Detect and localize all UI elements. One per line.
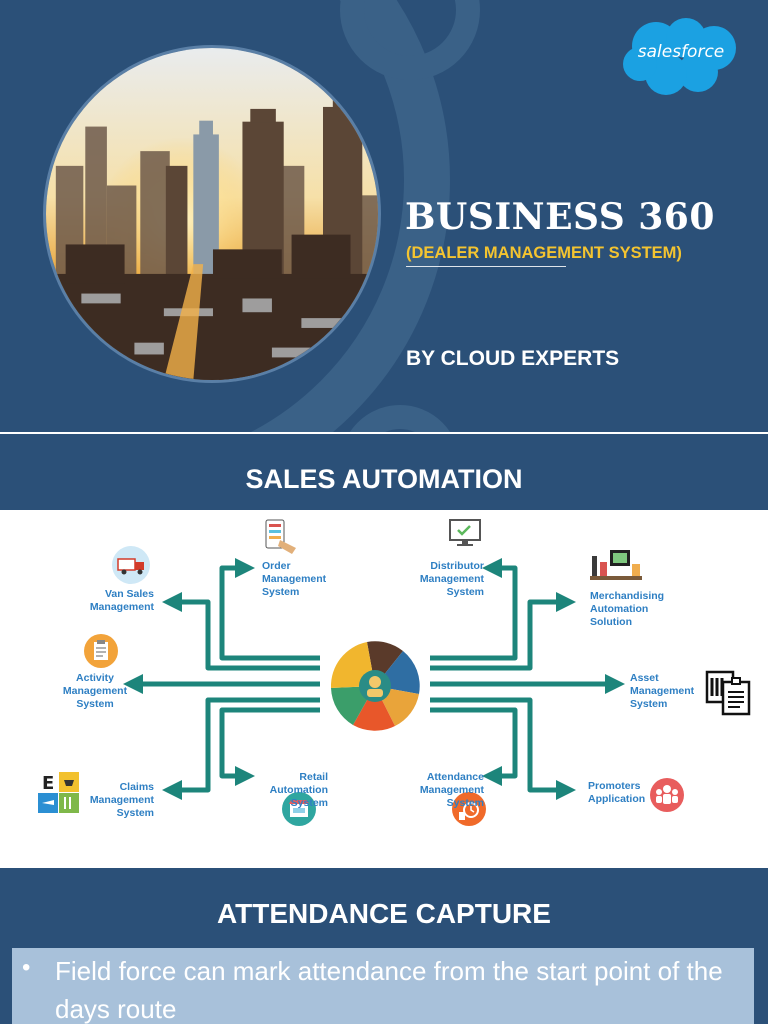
order-tablet-icon [262, 518, 300, 556]
presentation-title: BUSINESS 360 [405, 196, 715, 238]
presentation-subtitle: (DEALER MANAGEMENT SYSTEM) [406, 244, 682, 262]
activity-clipboard-icon [84, 634, 118, 668]
slide-header: SALES AUTOMATION [0, 434, 768, 510]
decorative-ring-bottom [340, 405, 460, 432]
author-byline: BY CLOUD EXPERTS [406, 347, 620, 370]
bullet-list: • Field force can mark attendance from t… [12, 948, 754, 1024]
retail-store-icon [282, 792, 316, 826]
document-files-icon [705, 668, 753, 716]
expense-claims-icon: E [38, 772, 80, 814]
svg-text:E: E [42, 773, 54, 794]
slide-title: ATTENDANCE CAPTURE [217, 898, 551, 929]
cloud-logo-icon [623, 18, 736, 95]
salesforce-logo: salesforce [620, 14, 742, 98]
bullet-marker: • [22, 954, 31, 981]
promoters-people-icon [650, 778, 684, 812]
title-slide: salesforce BUSINESS 360 (DEALER MANAGEME… [0, 0, 768, 432]
arrow-promoters [430, 697, 576, 800]
arrow-claims [162, 697, 320, 800]
city-skyline-icon [46, 48, 378, 380]
subtitle-underline [406, 266, 566, 267]
merchandising-shelf-icon [588, 546, 644, 584]
attendance-clock-icon [452, 792, 486, 826]
slide-title: SALES AUTOMATION [245, 464, 523, 494]
arrow-retail [219, 707, 320, 786]
delivery-truck-icon [112, 546, 150, 584]
arrow-attendance [430, 707, 518, 786]
sales-automation-slide: SALES AUTOMATION [0, 434, 768, 866]
bullet-item: Field force can mark attendance from the… [55, 956, 723, 1024]
sales-wheel-icon [330, 641, 420, 731]
arrow-merchandising [430, 592, 576, 671]
connector-arrows [123, 558, 625, 800]
logo-text: salesforce [637, 42, 725, 62]
attendance-capture-slide: ATTENDANCE CAPTURE • Field force can mar… [0, 868, 768, 1024]
monitor-check-icon [448, 518, 482, 548]
arrow-distributor [430, 558, 518, 661]
arrow-order [219, 558, 320, 661]
city-skyline-photo [43, 45, 381, 383]
arrow-van-sales [162, 592, 320, 671]
